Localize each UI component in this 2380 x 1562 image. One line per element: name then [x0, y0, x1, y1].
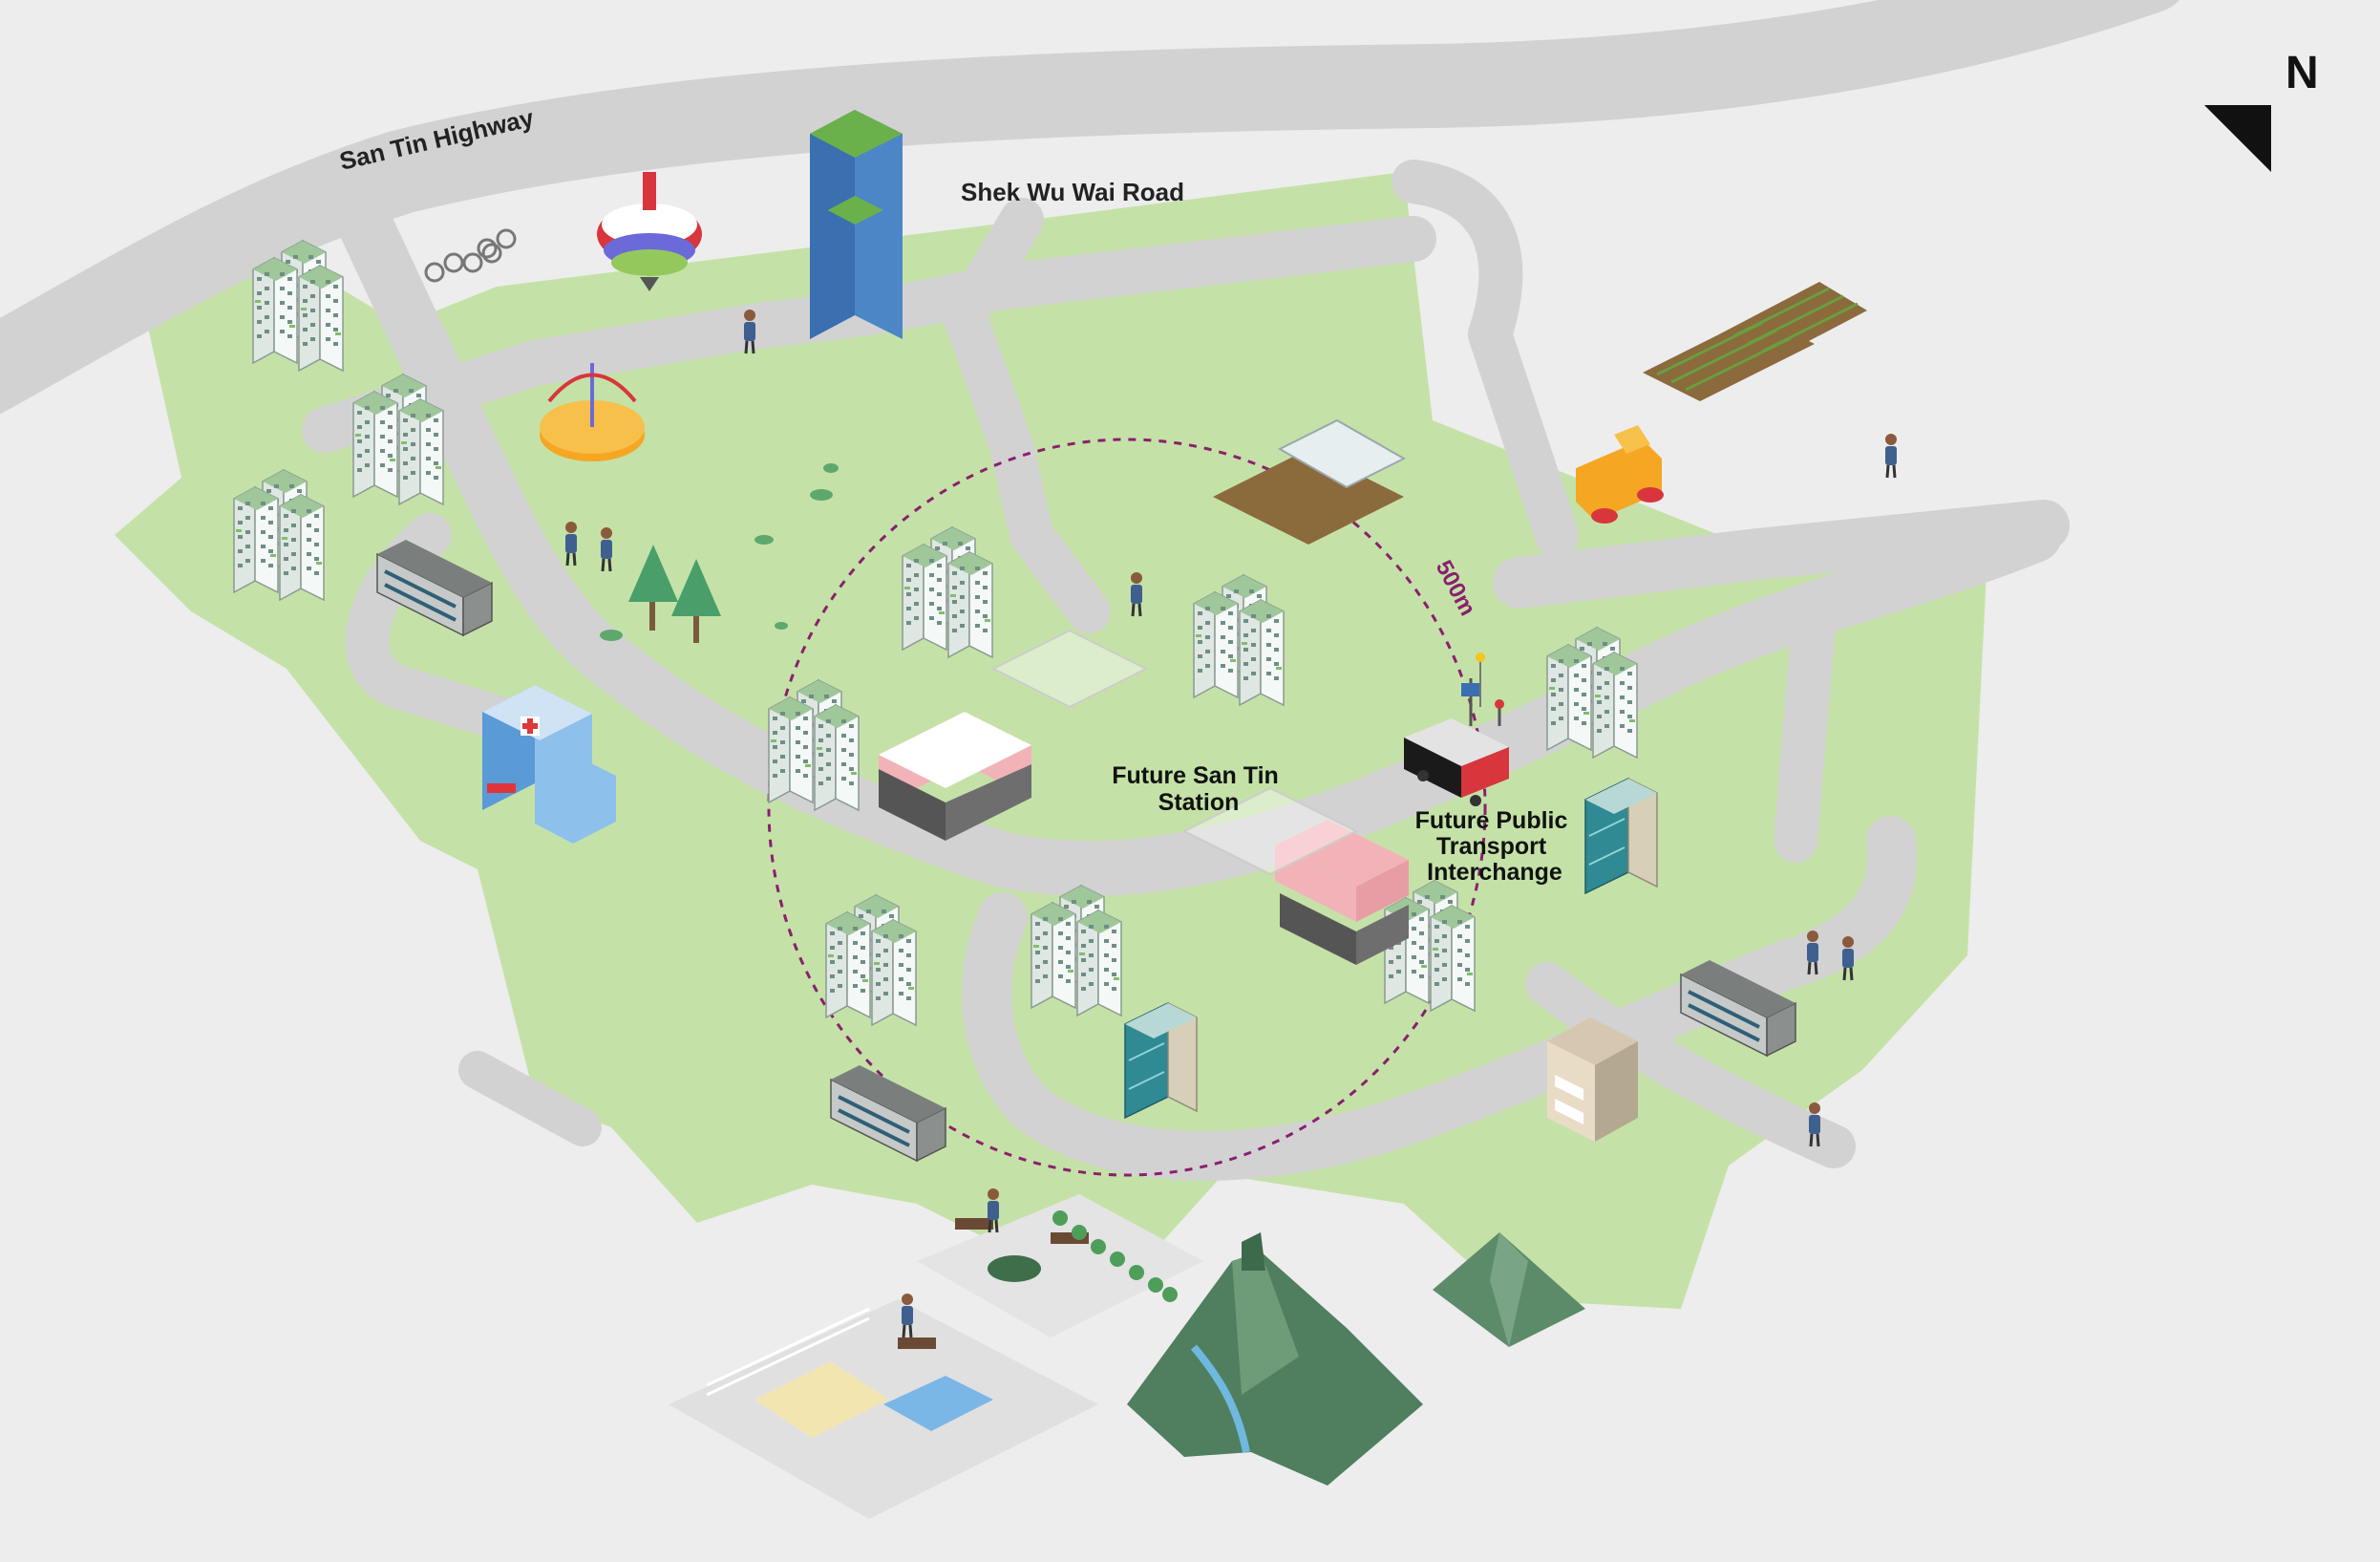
public-transport-interchange-label: Future Public Transport Interchange [1415, 807, 1575, 886]
bus-stop-sign-icon [1461, 653, 1504, 726]
mountain-icon [1127, 1232, 1423, 1486]
mountain-icon [1433, 1232, 1585, 1347]
greenhouse-icon [1213, 418, 1407, 545]
carousel-playground-icon [540, 363, 645, 461]
north-arrow-icon [2204, 105, 2271, 172]
hedge [1052, 1210, 1178, 1302]
tree-icon [600, 463, 839, 643]
farmland-icon [1643, 282, 1867, 401]
bus-icon [1404, 718, 1509, 806]
bicycle-rack-icon [424, 228, 517, 283]
road-label-shek-wu-wai-road: Shek Wu Wai Road [961, 178, 1184, 206]
shek-wu-wai-road [335, 192, 2062, 896]
hospital-icon [482, 685, 616, 844]
station-building-icon [1181, 786, 1409, 965]
san-tin-highway [0, 0, 2179, 415]
station-building-icon [879, 629, 1149, 841]
picnic-blanket-icon [883, 1376, 993, 1431]
north-label: N [2285, 48, 2319, 98]
picnic-blanket-icon [754, 1361, 888, 1438]
park-plaza [669, 1187, 1203, 1519]
station-500m-radius [767, 438, 1487, 1177]
road-network [0, 0, 2179, 1181]
spinning-top-landmark-icon [597, 172, 702, 291]
playground-car-icon [1576, 425, 1664, 524]
glass-office-tower-icon [810, 110, 903, 339]
station-label: Future San Tin Station [1112, 762, 1286, 816]
office-building-icon [1124, 778, 1658, 1142]
